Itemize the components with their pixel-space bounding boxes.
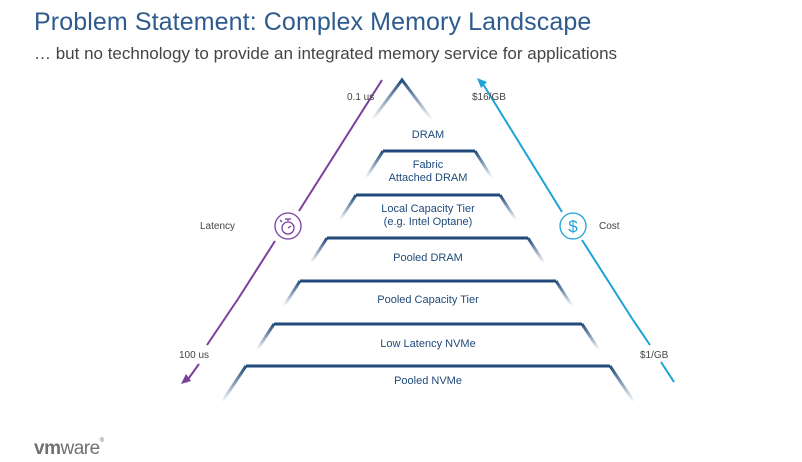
latency-axis-arrow [181, 79, 383, 384]
dollar-icon: $ [559, 212, 587, 240]
tier-label-line: Local Capacity Tier [381, 203, 475, 215]
cost-axis-arrow [477, 78, 675, 383]
slide-subtitle: … but no technology to provide an integr… [34, 44, 618, 63]
cost-bottom-value: $1/GB [640, 350, 669, 361]
latency-bottom-value: 100 us [179, 350, 210, 361]
logo-light: ware [60, 438, 100, 459]
svg-text:$: $ [568, 217, 578, 236]
latency-label: Latency [200, 221, 236, 232]
tier-label-pooled-dram: Pooled DRAM [393, 252, 463, 264]
tier-label-dram: DRAM [411, 129, 445, 141]
tier-shape-fabric [364, 149, 494, 179]
tier-shape-pooled-nvme [220, 364, 636, 403]
tier-shape-low-latency-nvme [255, 322, 601, 351]
tier-shape-pooled-dram [309, 236, 546, 264]
cost-top-value: $16/GB [472, 92, 506, 103]
tier-label-line: Attached DRAM [388, 172, 468, 184]
tier-label-low-latency-nvme: Low Latency NVMe [380, 338, 476, 350]
tier-label-pooled-nvme: Pooled NVMe [394, 375, 462, 387]
tier-label-fabric-attached-dram: Fabric Attached DRAM [389, 159, 468, 185]
latency-top-value: 0.1 us [347, 92, 375, 103]
stopwatch-icon [274, 212, 302, 240]
tier-apex-dram [370, 77, 434, 121]
vmware-logo: vmware® [34, 438, 104, 460]
logo-bold: vm [34, 438, 61, 459]
slide-title: Problem Statement: Complex Memory Landsc… [34, 8, 592, 36]
tier-label-line: (e.g. Intel Optane) [383, 216, 473, 228]
tier-label-line: Fabric [412, 159, 444, 171]
logo-registered-mark: ® [99, 438, 104, 444]
tier-shape-pooled-capacity [282, 279, 574, 307]
tier-label-pooled-capacity-tier: Pooled Capacity Tier [377, 294, 479, 306]
cost-label: Cost [599, 221, 620, 232]
tier-label-local-capacity-tier: Local Capacity Tier (e.g. Intel Optane) [381, 203, 475, 229]
tier-shape-local-capacity [338, 193, 518, 221]
